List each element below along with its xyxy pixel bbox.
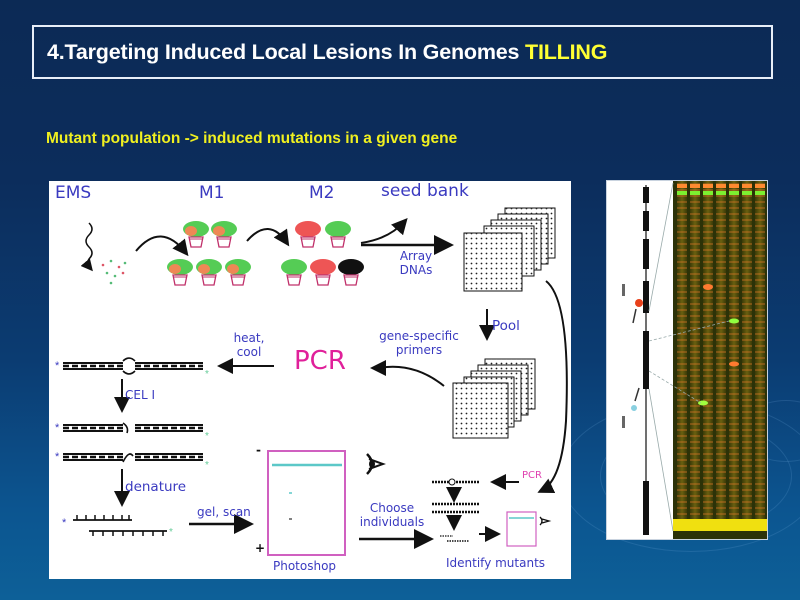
gene-model bbox=[622, 185, 649, 535]
svg-text:*: * bbox=[55, 422, 60, 434]
slide-title: 4.Targeting Induced Local Lesions In Gen… bbox=[47, 39, 608, 64]
heteroduplex-dna: * * bbox=[55, 357, 209, 380]
gel-minus-label: - bbox=[256, 443, 261, 457]
pool-label: Pool bbox=[492, 318, 520, 334]
ems-label: EMS bbox=[55, 183, 92, 203]
svg-text:*: * bbox=[55, 360, 60, 372]
tilling-gel-photo bbox=[606, 180, 768, 540]
mutant-band-orange bbox=[703, 284, 713, 290]
mutant-band-orange bbox=[729, 361, 739, 367]
gel-scan-label: gel, scan bbox=[197, 505, 251, 519]
cel1-label: CEL I bbox=[125, 388, 155, 402]
single-strand-dna: * * bbox=[62, 515, 173, 538]
eye-icon bbox=[366, 453, 386, 475]
mutant-band-green bbox=[729, 318, 739, 324]
gel-image-box bbox=[267, 450, 346, 556]
cleaved-dna: * * bbox=[55, 422, 209, 442]
ems-treatment-arrow bbox=[80, 222, 93, 272]
arrow-to-seed-bank bbox=[360, 218, 408, 244]
curved-arrow-to-pcr bbox=[537, 280, 568, 494]
identify-mutants-label: Identify mutants bbox=[446, 556, 546, 570]
primers-arrow bbox=[370, 360, 445, 387]
pooled-plates bbox=[452, 358, 536, 439]
mini-workflow bbox=[432, 474, 552, 547]
title-highlight: TILLING bbox=[525, 39, 608, 64]
pcr-small-label: PCR bbox=[522, 470, 542, 481]
seed-bank-label: seed bank bbox=[381, 181, 469, 201]
svg-text:*: * bbox=[62, 517, 67, 529]
mutagenized-seeds bbox=[101, 259, 127, 285]
pcr-label: PCR bbox=[294, 346, 346, 376]
connector-lines bbox=[648, 182, 730, 532]
cleaved-dna: * * bbox=[55, 451, 209, 471]
m2-label: M2 bbox=[309, 183, 335, 203]
svg-text:*: * bbox=[205, 431, 209, 442]
dna-array-plates bbox=[463, 207, 556, 292]
photoshop-label: Photoshop bbox=[273, 559, 337, 573]
gel-plus-label: + bbox=[255, 541, 266, 555]
slide-subtitle: Mutant population -> induced mutations i… bbox=[46, 130, 458, 147]
gel-photo-graphics bbox=[622, 181, 767, 539]
mutant-band-green bbox=[698, 400, 708, 406]
title-box: 4.Targeting Induced Local Lesions In Gen… bbox=[32, 25, 773, 79]
arrow-ems-to-m1 bbox=[135, 235, 189, 257]
gel-lanes bbox=[673, 181, 767, 539]
svg-text:*: * bbox=[205, 460, 209, 471]
m1-label: M1 bbox=[199, 183, 225, 203]
arrow-m1-to-m2 bbox=[246, 228, 290, 247]
m2-plants bbox=[281, 221, 364, 286]
denature-label: denature bbox=[125, 479, 187, 495]
m1-plants bbox=[167, 221, 251, 286]
svg-text:*: * bbox=[205, 369, 209, 380]
svg-text:*: * bbox=[55, 451, 60, 463]
heat-cool-label: heat,cool bbox=[233, 331, 265, 359]
workflow-graphics: * * * * * * * * bbox=[55, 207, 568, 556]
svg-text:*: * bbox=[169, 527, 173, 538]
tilling-workflow-diagram: * * * * * * * * bbox=[49, 181, 571, 579]
